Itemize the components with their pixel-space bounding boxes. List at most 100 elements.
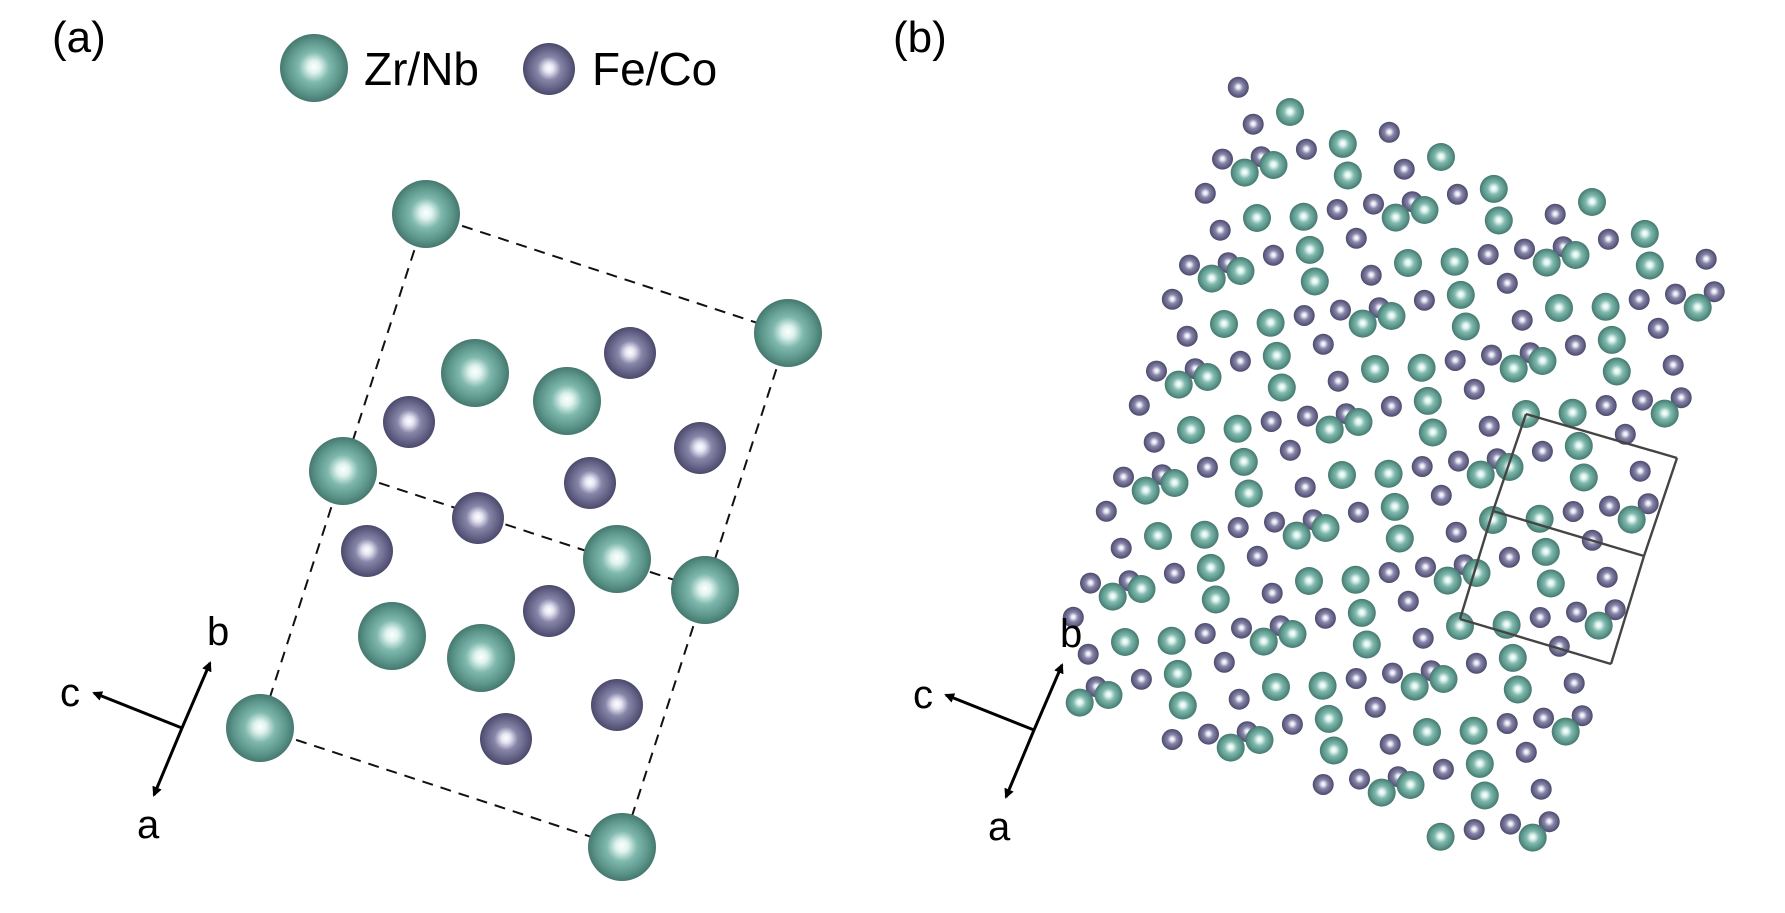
fe-co-atom bbox=[1562, 501, 1584, 522]
zr-nb-atom bbox=[754, 299, 822, 367]
fe-co-atom bbox=[1632, 389, 1653, 411]
panel-b-axis-b-arrow bbox=[1032, 663, 1064, 731]
fe-co-atom bbox=[1095, 500, 1117, 522]
fe-co-atom bbox=[1345, 668, 1367, 689]
fe-co-atom bbox=[1695, 248, 1717, 270]
fe-co-atom bbox=[1500, 813, 1521, 835]
fe-co-atom bbox=[1279, 439, 1301, 461]
zr-nb-atom bbox=[1300, 267, 1329, 296]
zr-nb-atom bbox=[1127, 575, 1156, 603]
fe-co-atom bbox=[1548, 635, 1570, 657]
zr-nb-atom bbox=[1249, 627, 1278, 656]
zr-nb-atom bbox=[1256, 308, 1285, 337]
panel-b-supercell: b c a bbox=[913, 76, 1725, 852]
zr-nb-atom bbox=[1503, 675, 1532, 704]
panel-a-axis-a-arrow bbox=[152, 727, 184, 797]
zr-nb-atom bbox=[1630, 219, 1659, 248]
fe-co-atom bbox=[1564, 334, 1586, 356]
fe-co-atom bbox=[1227, 517, 1249, 538]
fe-co-atom bbox=[1397, 590, 1419, 612]
zr-nb-atom bbox=[441, 339, 509, 407]
fe-co-atom bbox=[1647, 317, 1669, 339]
zr-nb-atom bbox=[1328, 461, 1356, 489]
fe-co-atom bbox=[1242, 113, 1264, 135]
zr-nb-atom bbox=[1295, 567, 1323, 595]
fe-co-atom bbox=[1571, 705, 1593, 727]
legend-fe-co-label: Fe/Co bbox=[592, 43, 717, 95]
fe-co-atom bbox=[1566, 601, 1587, 623]
fe-co-atom bbox=[1415, 556, 1436, 578]
zr-nb-atom bbox=[1427, 143, 1455, 171]
fe-co-atom bbox=[1477, 244, 1499, 265]
fe-co-atom bbox=[1198, 723, 1219, 745]
zr-nb-atom bbox=[1267, 373, 1296, 402]
fe-co-atom bbox=[1413, 289, 1435, 311]
fe-co-atom bbox=[1665, 283, 1686, 305]
fe-co-atom bbox=[1538, 811, 1560, 833]
zr-nb-atom bbox=[1394, 249, 1422, 277]
zr-nb-atom bbox=[1528, 347, 1557, 375]
fe-co-atom bbox=[523, 585, 575, 637]
fe-co-atom bbox=[1227, 76, 1249, 98]
zr-nb-atom bbox=[1226, 257, 1255, 285]
fe-co-atom bbox=[1412, 627, 1434, 649]
zr-nb-atom bbox=[1259, 151, 1288, 179]
zr-nb-atom bbox=[1197, 264, 1226, 293]
fe-co-atom bbox=[1544, 203, 1566, 225]
fe-co-atom bbox=[1261, 582, 1283, 604]
zr-nb-atom bbox=[1569, 463, 1598, 492]
zr-nb-atom bbox=[588, 813, 656, 881]
fe-co-atom bbox=[1128, 394, 1150, 416]
fe-co-atom bbox=[1614, 423, 1636, 445]
fe-co-atom bbox=[1597, 228, 1619, 250]
zr-nb-atom bbox=[392, 180, 460, 248]
zr-nb-atom bbox=[1429, 665, 1458, 693]
fe-co-atom bbox=[1077, 643, 1099, 665]
zr-nb-atom bbox=[1484, 206, 1513, 235]
fe-co-atom bbox=[1629, 460, 1651, 482]
zr-nb-atom bbox=[226, 694, 294, 762]
fe-co-atom bbox=[1080, 572, 1101, 594]
zr-nb-atom bbox=[1531, 537, 1560, 566]
zr-nb-atom bbox=[1111, 628, 1139, 656]
fe-co-atom bbox=[1196, 456, 1218, 478]
fe-co-atom bbox=[1364, 696, 1386, 718]
fe-co-atom bbox=[1231, 617, 1252, 639]
zr-nb-atom bbox=[1168, 691, 1197, 720]
fe-co-atom bbox=[1130, 668, 1152, 690]
fe-co-atom bbox=[1179, 254, 1200, 276]
zr-nb-atom bbox=[1333, 161, 1362, 190]
fe-co-atom bbox=[1209, 219, 1231, 241]
zr-nb-atom bbox=[1352, 630, 1381, 659]
zr-nb-atom bbox=[1243, 204, 1271, 232]
fe-co-atom bbox=[1393, 158, 1415, 180]
panel-a-axis-a-label: a bbox=[137, 803, 160, 847]
fe-co-atom bbox=[1297, 405, 1318, 427]
fe-co-atom bbox=[1662, 354, 1684, 376]
zr-nb-atom bbox=[1446, 280, 1475, 309]
panel-a-axis-c-arrow bbox=[92, 691, 183, 730]
fe-co-atom bbox=[1478, 415, 1500, 437]
fe-co-atom bbox=[1360, 264, 1382, 286]
legend-fe-co-icon bbox=[523, 43, 575, 95]
fe-co-atom bbox=[1498, 546, 1520, 568]
zr-nb-atom bbox=[1144, 522, 1172, 550]
fe-co-atom bbox=[383, 396, 435, 448]
fe-co-atom bbox=[1294, 476, 1316, 498]
panel-b-label: (b) bbox=[893, 13, 947, 62]
panel-b-axis-c-label: c bbox=[913, 673, 933, 717]
fe-co-atom bbox=[1531, 440, 1553, 462]
zr-nb-atom bbox=[1348, 309, 1377, 338]
zr-nb-atom bbox=[1131, 476, 1160, 505]
zr-nb-atom bbox=[671, 556, 739, 624]
zr-nb-atom bbox=[1551, 717, 1580, 746]
panel-b-cell-edges bbox=[1458, 412, 1679, 666]
zr-nb-atom bbox=[447, 624, 515, 692]
fe-co-atom bbox=[1496, 272, 1518, 294]
fe-co-atom bbox=[1161, 288, 1183, 310]
zr-nb-atom bbox=[1558, 398, 1587, 427]
fe-co-atom bbox=[1465, 652, 1487, 674]
zr-nb-atom bbox=[1344, 408, 1373, 436]
zr-nb-atom bbox=[1584, 611, 1613, 640]
fe-co-atom bbox=[1314, 607, 1336, 629]
